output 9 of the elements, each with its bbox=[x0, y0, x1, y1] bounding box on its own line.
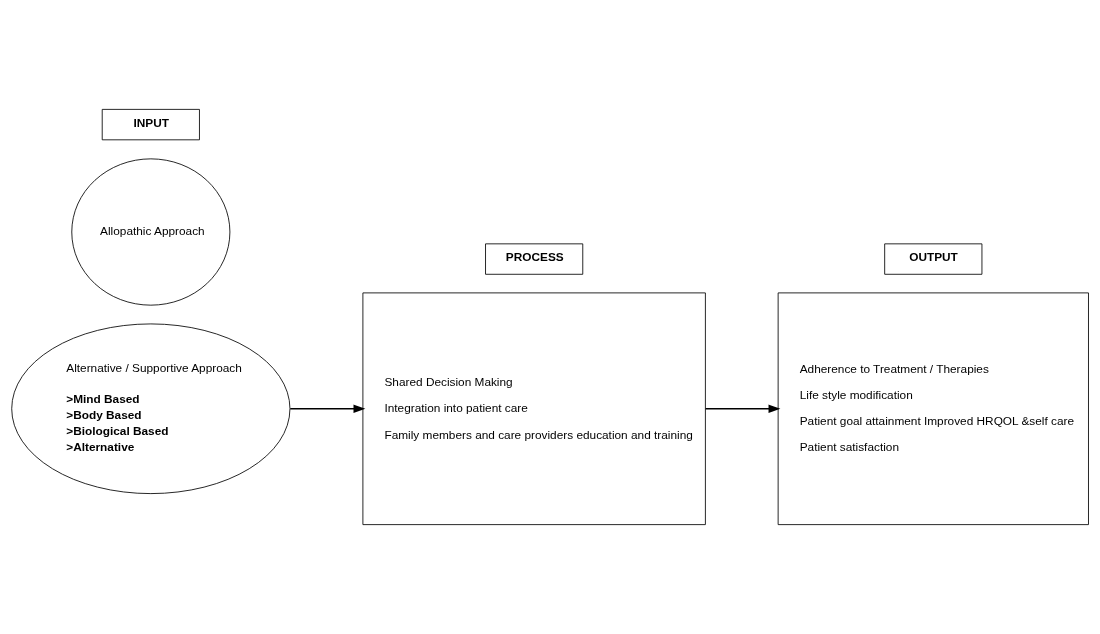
node-box: Adherence to Treatment / Therapies Life style modification Patient goal attainment Improved HRQOL &self care Patient satisfaction bbox=[777, 292, 1089, 526]
arrow bbox=[704, 404, 781, 413]
node-box: INPUT bbox=[101, 108, 200, 141]
node-box: PROCESS bbox=[485, 243, 584, 275]
node-box: OUTPUT bbox=[884, 243, 983, 275]
node-box: Shared Decision Making Integration into patient care Family members and care providers education and training bbox=[362, 292, 706, 526]
node-ellipse: Alternative / Supportive Approach >Mind Based >Body Based >Biological Based >Alternative bbox=[11, 323, 291, 495]
arrow bbox=[289, 404, 366, 413]
node-circle: Allopathic Approach bbox=[71, 158, 231, 306]
